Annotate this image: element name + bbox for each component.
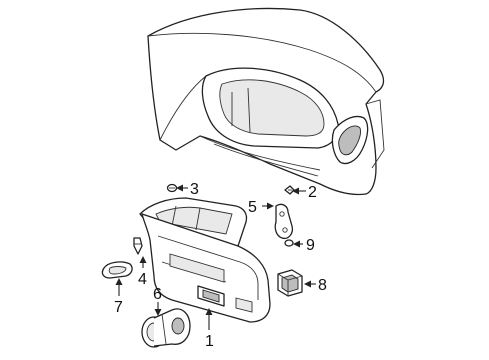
callout-7: 7	[114, 299, 123, 316]
clip-part-2	[284, 185, 295, 195]
callout-3: 3	[190, 181, 199, 198]
fastener-part-4	[133, 237, 143, 255]
handle-part-7	[101, 261, 133, 279]
lock-cylinder-part-6	[141, 308, 191, 348]
callout-9: 9	[306, 237, 315, 254]
callout-1: 1	[205, 333, 214, 350]
lamp-part-8	[277, 269, 303, 297]
clip-part-3	[166, 183, 178, 193]
glove-box-door	[139, 197, 271, 323]
leader-lines	[115, 184, 316, 330]
instrument-panel	[147, 7, 385, 196]
callout-labels: 1 2 3 4 5 6 7 8 9	[114, 181, 327, 350]
clip-part-9	[284, 239, 294, 247]
strap-part-5	[274, 203, 294, 240]
callout-8: 8	[318, 277, 327, 294]
callout-6: 6	[153, 286, 162, 303]
callout-5: 5	[248, 199, 257, 216]
callout-4: 4	[138, 271, 147, 288]
callout-2: 2	[308, 184, 317, 201]
